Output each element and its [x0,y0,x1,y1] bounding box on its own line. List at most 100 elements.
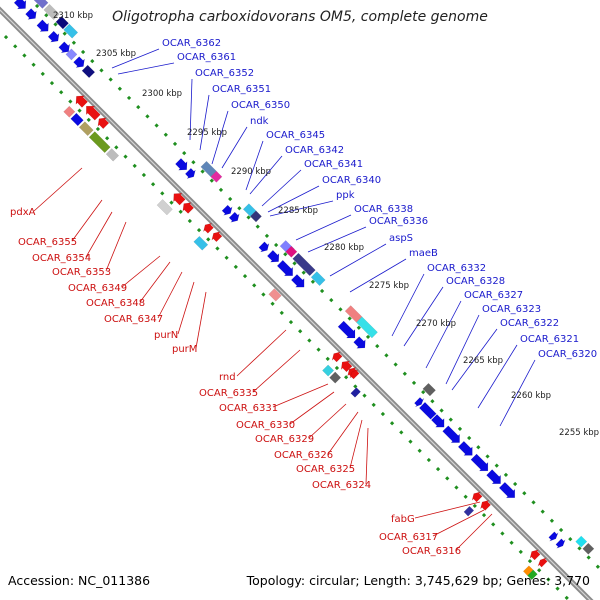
reverse-gene [537,557,548,568]
reverse-gene-label: fabG [391,514,415,525]
leader-line [117,62,175,75]
forward-gene-label: OCAR_6336 [369,216,428,227]
leader-line-layer [33,48,536,551]
forward-gene [228,211,240,223]
reverse-gene-label: OCAR_6349 [68,283,127,294]
forward-gene [430,414,445,428]
reverse-gene [97,117,110,130]
forward-gene-label: OCAR_6320 [538,349,597,360]
tick-track-upper [28,0,600,572]
forward-gene [582,542,595,555]
leader-line [211,110,229,165]
reverse-gene-label: OCAR_6329 [255,434,314,445]
leader-line [327,411,359,455]
map-title: Oligotropha carboxidovorans OM5, complet… [112,9,488,25]
leader-line [308,403,347,439]
leader-line [221,126,248,169]
forward-gene-label: OCAR_6332 [427,263,486,274]
forward-gene [65,48,78,61]
leader-line [157,271,183,319]
reverse-gene [480,499,492,511]
forward-gene [81,64,96,79]
forward-gene [555,538,566,549]
forward-gene [175,158,188,171]
reverse-gene [471,491,483,503]
reverse-gene-label: OCAR_6331 [219,403,278,414]
forward-gene [290,274,305,288]
reverse-gene [63,105,76,118]
reverse-gene [349,369,360,380]
leader-line [499,359,536,427]
forward-gene-label: OCAR_6361 [177,52,236,63]
reverse-gene-label: OCAR_6353 [52,267,111,278]
leader-line [245,140,264,191]
backbone-layer [0,6,594,600]
reverse-gene-label: rnd [219,372,236,383]
forward-gene [414,397,425,408]
leader-line [71,199,103,242]
reverse-gene-label: purM [172,344,197,355]
leader-line [477,344,518,409]
forward-gene [486,469,501,484]
forward-gene [422,382,436,397]
forward-gene-label: OCAR_6345 [266,130,325,141]
forward-gene-label: OCAR_6342 [285,145,344,156]
tick-label: 2310 kbp [53,11,93,21]
forward-gene [470,453,489,472]
leader-line [267,185,320,213]
forward-gene [25,8,37,20]
tick-label: 2285 kbp [278,206,318,216]
leader-line [307,226,367,253]
reverse-gene [105,148,120,162]
leader-line [269,200,334,217]
leader-line [432,509,485,537]
forward-gene-label: OCAR_6350 [231,100,290,111]
leader-line [177,281,195,335]
forward-gene [418,401,437,420]
forward-gene [356,316,378,339]
leader-line [295,214,352,241]
forward-gene-label: ppk [336,190,355,201]
reverse-gene [329,371,342,384]
reverse-gene-label: OCAR_6347 [104,314,163,325]
leader-line [121,255,161,288]
reverse-gene [340,360,353,373]
forward-gene [442,425,460,443]
forward-gene-label: OCAR_6328 [446,276,505,287]
backbone-highlight [0,9,591,600]
forward-gene-label: OCAR_6338 [354,204,413,215]
leader-line [189,78,193,141]
forward-gene-label: ndk [250,116,269,127]
forward-gene [63,23,79,39]
reverse-gene [202,222,214,234]
reverse-gene-label: OCAR_6354 [32,253,91,264]
leader-line [425,300,462,369]
forward-gene [184,167,196,179]
reverse-gene [463,505,475,517]
summary-text: Topology: circular; Length: 3,745,629 bp… [246,573,590,588]
forward-gene [457,440,473,456]
gene-layer [13,0,595,581]
forward-gene-label: OCAR_6327 [464,290,523,301]
reverse-gene-label: OCAR_6317 [379,532,438,543]
leader-line [252,349,301,393]
reverse-gene [173,193,186,206]
reverse-gene-label: OCAR_6325 [296,464,355,475]
reverse-gene [182,202,195,214]
forward-gene [310,271,326,287]
forward-gene-label: OCAR_6323 [482,304,541,315]
forward-gene-label: OCAR_6352 [195,68,254,79]
tick-label: 2300 kbp [142,89,182,99]
leader-line [391,273,425,337]
forward-gene [548,531,559,542]
forward-gene-label: OCAR_6321 [520,334,579,345]
reverse-gene [70,112,84,127]
leader-line [272,383,329,408]
leader-line [445,314,480,385]
leader-line [85,211,113,258]
reverse-gene [527,569,538,581]
reverse-gene [193,235,209,251]
reverse-gene-label: OCAR_6348 [86,298,145,309]
